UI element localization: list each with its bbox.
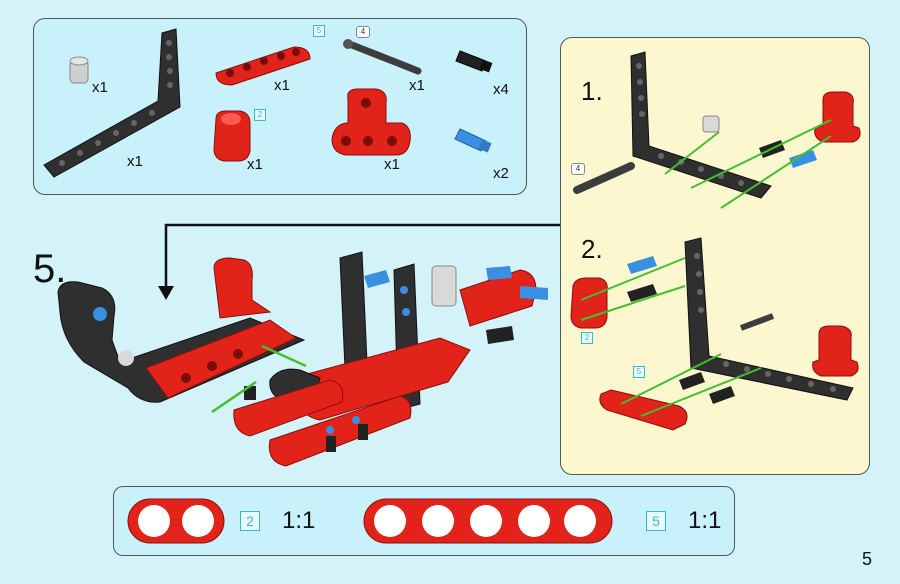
scale-5-badge: 5 bbox=[646, 511, 666, 531]
substep-2-art bbox=[570, 237, 859, 431]
substep-1-label: 1. bbox=[581, 76, 603, 106]
t-beam-part bbox=[331, 88, 411, 156]
callout-arrow bbox=[158, 223, 560, 300]
beam-5-part bbox=[215, 46, 311, 86]
blue-pin-part bbox=[454, 128, 492, 153]
scale-guide-panel: 2 1:1 5 1:1 bbox=[113, 486, 735, 556]
black-pin-part bbox=[455, 50, 493, 73]
beam-2-qty: x1 bbox=[247, 156, 263, 173]
scale-guide-art bbox=[127, 498, 613, 544]
sub-assembly-art bbox=[570, 51, 861, 431]
insertion-arrows bbox=[211, 344, 307, 414]
substep-2-beam5-badge: 5 bbox=[633, 366, 645, 378]
parts-list-art bbox=[43, 28, 493, 178]
beam-5-scale bbox=[363, 498, 613, 544]
substep-2-label: 2. bbox=[581, 234, 603, 264]
axle-4-qty: x1 bbox=[409, 77, 425, 94]
bush-part bbox=[69, 56, 89, 84]
assembled-bent-beam bbox=[57, 257, 306, 403]
substep-2-beam2-badge: 2 bbox=[581, 332, 593, 344]
scale-2-badge: 2 bbox=[240, 511, 260, 531]
axle-4-length-badge: 4 bbox=[356, 26, 370, 38]
axle-4-part bbox=[343, 39, 422, 75]
page-number: 5 bbox=[861, 549, 872, 569]
beam-2-scale bbox=[127, 498, 225, 544]
beam-5-length-badge: 5 bbox=[313, 25, 325, 37]
t-beam-qty: x1 bbox=[384, 156, 400, 173]
beam-2-part bbox=[213, 110, 251, 162]
beam-2-length-badge: 2 bbox=[254, 109, 266, 121]
parts-list-panel: x1 x1 x1 5 x1 2 x1 4 x1 x4 x2 bbox=[33, 18, 527, 195]
black-pin-qty: x4 bbox=[493, 81, 509, 98]
sub-assembly-panel: 1. 2. 4 2 5 bbox=[560, 37, 870, 475]
substep-1-axle-badge: 4 bbox=[571, 163, 585, 175]
beam-5-qty: x1 bbox=[274, 77, 290, 94]
scale-2-ratio: 1:1 bbox=[282, 507, 316, 534]
bush-qty: x1 bbox=[92, 79, 108, 96]
bent-beam-qty: x1 bbox=[127, 153, 143, 170]
blue-pin-qty: x2 bbox=[493, 165, 509, 182]
scale-5-ratio: 1:1 bbox=[688, 507, 722, 534]
step-number: 5. bbox=[33, 247, 67, 291]
bent-beam-part bbox=[43, 28, 181, 178]
substep-1-art bbox=[573, 51, 861, 209]
